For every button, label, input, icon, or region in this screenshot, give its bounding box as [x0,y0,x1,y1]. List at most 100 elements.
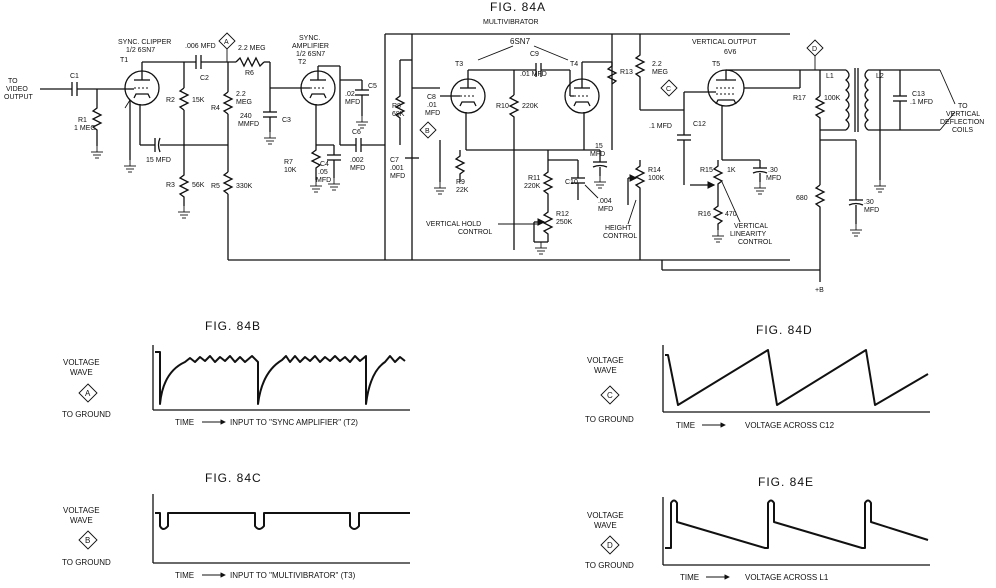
vertical-hold-label-2: CONTROL [458,229,492,236]
r10-value: 220K [522,103,539,110]
r2-name: R2 [166,97,175,104]
r11-value: 220K [524,183,541,190]
r1-value: 1 MEG [74,125,96,132]
r14-value: 100K [648,175,665,182]
fig-84c-point: B [78,530,98,550]
c7-name: C7 [390,157,399,164]
fig-84d: FIG. 84D VOLTAGE WAVE C TO GROUND TIME V… [585,323,930,430]
r11-name: R11 [528,175,540,182]
c3-name: C3 [282,117,291,124]
test-point-c: C [660,79,678,97]
output-label-4: COILS [952,127,973,134]
mv-tube-label: 6SN7 [510,37,531,46]
r7-value: 10K [284,167,297,174]
c13-name: C13 [912,91,925,98]
r13-name: R13 [620,69,633,76]
fig-84e-waveform [665,499,929,549]
fig-84d-voltage: VOLTAGE [587,356,624,365]
fig-84c-wave: WAVE [70,516,93,525]
c5-value-2: MFD [345,99,360,106]
fig-84e-voltage: VOLTAGE [587,511,624,520]
fig-84b-time: TIME [175,418,194,427]
cap30b-2: MFD [864,207,879,214]
r5-name: R5 [211,183,220,190]
r10-name: R10 [496,103,509,110]
fig-84b-wave: WAVE [70,368,93,377]
svg-text:A: A [85,389,91,398]
r6-value: 2.2 MEG [238,45,266,52]
r17-value: 100K [824,95,841,102]
t4-label: T4 [570,61,578,68]
fig-84b: FIG. 84B VOLTAGE WAVE A TO GROUND TIME I… [62,319,410,427]
c3-value-1: 240 [240,113,252,120]
r12-name: R12 [556,211,569,218]
r4-value-1: 2.2 [236,91,246,98]
sync-clipper-tube: 1/2 6SN7 [126,47,155,54]
output-label-1: TO [958,103,968,110]
c10-value-1: .004 [598,198,612,205]
fig-84d-point: C [600,385,620,405]
c7-value-2: MFD [390,173,405,180]
fig-84e-to-ground: TO GROUND [585,561,634,570]
fig-84d-wave: WAVE [594,366,617,375]
c13-value: .1 MFD [910,99,933,106]
schematic-84a: FIG. 84A MULTIVIBRATOR 6SN7 TO VIDEO OUT… [4,0,984,294]
c7-value-1: .001 [390,165,404,172]
r16-value: 470 [725,211,737,218]
c5-name: C5 [368,83,377,90]
fig-84a-title: FIG. 84A [490,0,546,14]
c10-name: C10 [565,179,578,186]
electrolytic-15-label: 15 MFD [146,157,171,164]
r6-name: R6 [245,70,254,77]
sync-clipper-title: SYNC. CLIPPER [118,39,171,46]
c5-value-1: .02 [345,91,355,98]
r15-name: R15 [700,167,713,174]
height-label-1: HEIGHT [605,225,632,232]
t2-label: T2 [298,59,306,66]
output-label-3: DEFLECTION [940,119,984,126]
r13-value-2: MEG [652,69,668,76]
c1-label: C1 [70,73,79,80]
linearity-label-3: CONTROL [738,239,772,246]
output-label-2: VERTICAL [946,111,980,118]
r14-name: R14 [648,167,661,174]
test-point-d: D [806,39,824,57]
fig-84c: FIG. 84C VOLTAGE WAVE B TO GROUND TIME I… [62,471,410,580]
fig-84b-point: A [78,383,98,403]
multivibrator-label: MULTIVIBRATOR [483,19,539,26]
test-point-a: A [218,32,236,50]
r17-name: R17 [793,95,806,102]
r15-value: 1K [727,167,736,174]
linearity-label-1: VERTICAL [734,223,768,230]
svg-text:A: A [224,39,229,46]
t3-label: T3 [455,61,463,68]
c12-value: .1 MFD [649,123,672,130]
svg-text:C: C [666,86,671,93]
input-label-line3: OUTPUT [4,94,34,101]
vertical-hold-label-1: VERTICAL HOLD [426,221,481,228]
r8-name: R8 [392,103,401,110]
c2-value: .006 MFD [185,43,216,50]
vertical-output-title: VERTICAL OUTPUT [692,39,757,46]
r13-value-1: 2.2 [652,61,662,68]
vertical-output-tube: 6V6 [724,49,737,56]
height-label-2: CONTROL [603,233,637,240]
svg-text:D: D [812,46,817,53]
r5-value: 330K [236,183,253,190]
c4-value-1: .05 [318,169,328,176]
fig-84c-voltage: VOLTAGE [63,506,100,515]
r9-name: R9 [456,179,465,186]
svg-text:D: D [607,541,613,550]
c4-name: C4 [320,161,329,168]
fig-84c-time: TIME [175,571,194,580]
c6-name: C6 [352,129,361,136]
c8-value-1: .01 [427,102,437,109]
fig-84b-waveform [155,351,406,405]
fig-84b-to-ground: TO GROUND [62,410,111,419]
r8-value: 68K [392,111,405,118]
linearity-label-2: LINEARITY [730,231,767,238]
fig-84d-caption: VOLTAGE ACROSS C12 [745,421,835,430]
r16-name: R16 [698,211,711,218]
